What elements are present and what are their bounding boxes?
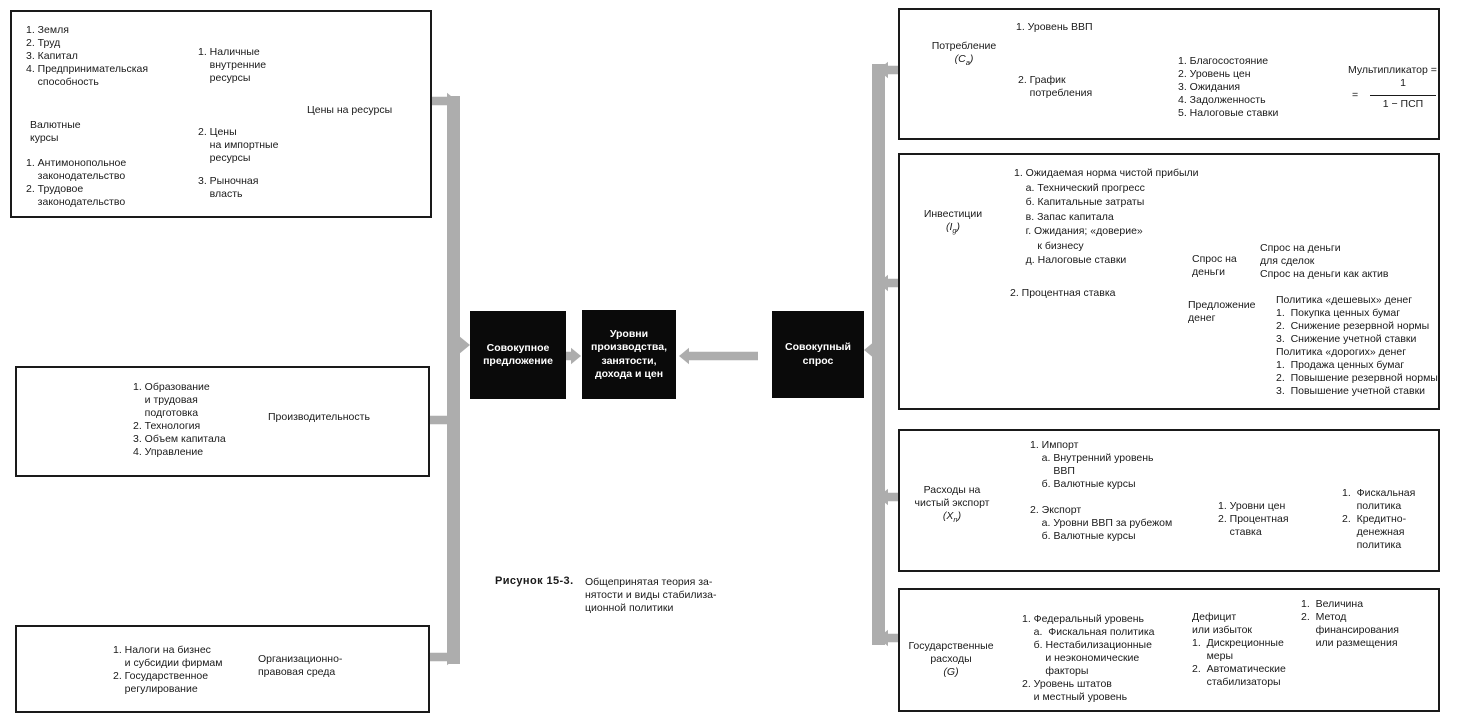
output-levels-box: Уровни производства, занятости, дохода и… [582, 310, 676, 399]
arrow-government-to-trunk [878, 629, 899, 647]
export-determinants: 1. Уровни цен 2. Процентная ставка [1218, 500, 1289, 538]
figure-caption-text: Общепринятая теория за- нятости и виды с… [585, 576, 717, 614]
investment-symbol: (Ig) [945, 221, 961, 236]
supply-trunk-arrow-bar [447, 96, 460, 664]
government-panel [898, 588, 1440, 712]
arrow-trunk-to-supply [449, 336, 470, 354]
arrow-investment-to-trunk [878, 274, 899, 292]
government-items: 1. Федеральный уровень а. Фискальная пол… [1022, 613, 1155, 703]
exchange-rates-label: Валютные курсы [30, 119, 81, 144]
government-header: Государственные расходы (G) [896, 640, 1006, 682]
legal-result: Организационно- правовая среда [258, 653, 343, 678]
policy-items: 1. Фискальная политика 2. Кредитно- дене… [1342, 487, 1416, 551]
resource-prices-total: Цены на ресурсы [307, 104, 393, 116]
arrow-demand-to-levels [679, 347, 758, 365]
legal-environment-panel [15, 625, 430, 713]
productivity-result: Производительность [268, 411, 370, 423]
money-supply-label: Предложение денег [1188, 299, 1256, 324]
schedule-factors-list: 1. Благосостояние 2. Уровень цен 3. Ожид… [1178, 55, 1279, 119]
multiplier-label: Мультипликатор = [1348, 64, 1437, 76]
money-demand-items: Спрос на деньги для сделок Спрос на день… [1260, 242, 1389, 280]
figure-caption-label: Рисунок 15-3. [495, 575, 574, 587]
investment-label: Инвестиции [923, 208, 983, 220]
investment-panel [898, 153, 1440, 410]
legal-items: 1. Налоги на бизнес и субсидии фирмам 2.… [113, 644, 223, 695]
arrow-consumption-to-trunk [878, 61, 899, 79]
legislation-list: 1. Антимонопольное законодательство 2. Т… [26, 157, 127, 208]
multiplier-equals: = [1352, 89, 1359, 101]
consumption-header: Потребление (Ca) [922, 40, 1006, 69]
arrow-legal-to-trunk [430, 648, 457, 666]
investment-header: Инвестиции (Ig) [910, 208, 996, 237]
net-export-label: Расходы на чистый экспорт [914, 484, 990, 509]
consumption-symbol: (Ca) [954, 53, 974, 68]
aggregate-supply-box: Совокупное предложение [470, 311, 566, 399]
consumption-schedule: 2. График потребления [1018, 74, 1093, 99]
domestic-inputs-list: 1. Земля 2. Труд 3. Капитал 4. Предприни… [26, 24, 149, 88]
productivity-items: 1. Образование и трудовая подготовка 2. … [133, 381, 226, 458]
financing-items: 1. Величина 2. Метод финансирования или … [1301, 598, 1399, 649]
arrow-supply-to-levels [566, 347, 581, 365]
profit-rate-items: 1. Ожидаемая норма чистой прибыли а. Тех… [1014, 167, 1199, 266]
aggregate-demand-box: Совокупный спрос [772, 311, 864, 398]
import-export-items: 1. Импорт а. Внутренний уровень ВВП б. В… [1030, 439, 1173, 542]
arrow-productivity-to-trunk [430, 411, 457, 429]
resource-prices-panel [10, 10, 432, 218]
market-power-result: 3. Рыночная власть [198, 175, 259, 200]
gdp-level-item: 1. Уровень ВВП [1016, 21, 1093, 33]
budget-items: Дефицит или избыток 1. Дискреционные мер… [1192, 611, 1286, 688]
productivity-panel [15, 366, 430, 477]
arrow-netexport-to-trunk [878, 488, 899, 506]
import-prices-result: 2. Цены на импортные ресурсы [198, 126, 279, 164]
fraction-bar [1370, 95, 1436, 96]
money-demand-label: Спрос на деньги [1192, 253, 1237, 278]
government-symbol: (G) [943, 666, 959, 678]
arrow-resources-to-trunk [431, 92, 457, 110]
domestic-resources-result: 1. Наличные внутренние ресурсы [198, 46, 267, 84]
government-label: Государственные расходы [908, 640, 994, 665]
consumption-label: Потребление [931, 40, 997, 52]
arrow-trunk-to-demand [864, 341, 885, 359]
net-export-header: Расходы на чистый экспорт (Xn) [898, 484, 1006, 526]
consumption-panel [898, 8, 1440, 140]
money-supply-items: Политика «дешевых» денег 1. Покупка ценн… [1276, 294, 1438, 397]
net-export-symbol: (Xn) [942, 510, 962, 525]
net-export-panel [898, 429, 1440, 572]
interest-rate-item: 2. Процентная ставка [1010, 287, 1116, 299]
multiplier-numerator: 1 [1400, 77, 1406, 89]
multiplier-denominator: 1 − ПСП [1382, 98, 1424, 110]
